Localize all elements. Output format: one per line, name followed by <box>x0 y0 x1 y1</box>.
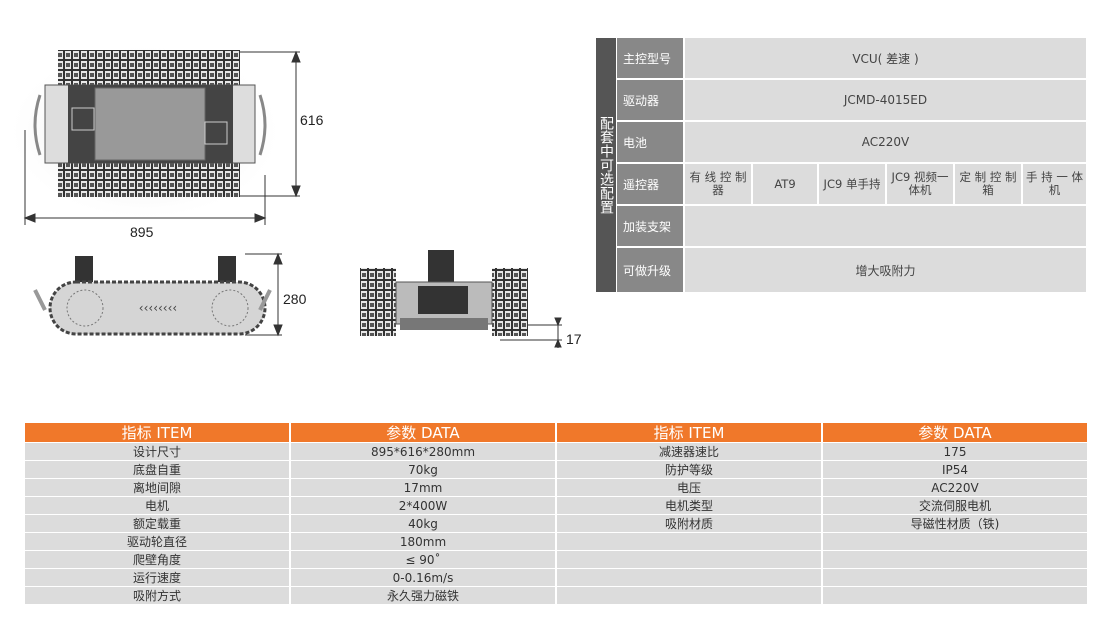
remote-option: JC9 单手持 <box>819 164 885 204</box>
spec-cell: 吸附方式 <box>25 587 291 604</box>
config-value: AC220V <box>685 122 1086 162</box>
spec-cell: 180mm <box>291 533 557 550</box>
spec-cell <box>557 533 823 550</box>
spec-cell <box>557 569 823 586</box>
height-dimension-label: 280 <box>283 291 307 307</box>
spec-header-cell: 参数 DATA <box>823 423 1087 442</box>
config-value: 增大吸附力 <box>685 248 1086 292</box>
spec-cell: 防护等级 <box>557 461 823 478</box>
spec-cell: 永久强力磁铁 <box>291 587 557 604</box>
spec-cell <box>823 587 1087 604</box>
config-row-driver: 驱动器 JCMD-4015ED <box>617 80 1086 120</box>
config-row-controller: 主控型号 VCU( 差速 ) <box>617 38 1086 78</box>
spec-cell: 175 <box>823 443 1087 460</box>
spec-cell: 0-0.16m/s <box>291 569 557 586</box>
front-view <box>360 250 528 336</box>
remote-option: 定 制 控 制 箱 <box>955 164 1021 204</box>
config-label: 驱动器 <box>617 80 683 120</box>
spec-cell <box>557 551 823 568</box>
spec-row: 爬壁角度≤ 90˚ <box>25 551 1087 569</box>
length-dimension-label: 895 <box>130 224 154 240</box>
spec-cell: 吸附材质 <box>557 515 823 532</box>
spec-cell: 导磁性材质（铁) <box>823 515 1087 532</box>
config-label: 加装支架 <box>617 206 683 246</box>
spec-header-cell: 指标 ITEM <box>25 423 291 442</box>
clearance-dimension-label: 17 <box>566 331 582 347</box>
config-side-title: 配套中可选配置 <box>596 38 616 292</box>
spec-header-cell: 指标 ITEM <box>557 423 823 442</box>
robot-views-svg: ‹‹‹‹‹‹‹‹ <box>5 42 562 348</box>
spec-cell: AC220V <box>823 479 1087 496</box>
spec-cell <box>557 587 823 604</box>
spec-cell: 驱动轮直径 <box>25 533 291 550</box>
spec-cell: 减速器速比 <box>557 443 823 460</box>
spec-cell: 电压 <box>557 479 823 496</box>
top-view <box>5 42 285 222</box>
spec-cell <box>823 551 1087 568</box>
spec-cell: 40kg <box>291 515 557 532</box>
spec-row: 吸附方式永久强力磁铁 <box>25 587 1087 605</box>
config-label: 可做升级 <box>617 248 683 292</box>
spec-cell: 2*400W <box>291 497 557 514</box>
config-value: JCMD-4015ED <box>685 80 1086 120</box>
spec-cell: 895*616*280mm <box>291 443 557 460</box>
spec-cell <box>823 569 1087 586</box>
spec-cell: ≤ 90˚ <box>291 551 557 568</box>
remote-option: 手 持 一 体 机 <box>1023 164 1086 204</box>
config-label: 主控型号 <box>617 38 683 78</box>
config-row-upgrade: 可做升级 增大吸附力 <box>617 248 1086 292</box>
robot-drawing: ‹‹‹‹‹‹‹‹ 616 895 280 17 <box>0 0 600 380</box>
width-dimension-label: 616 <box>300 112 324 128</box>
dimension-lines <box>23 50 562 348</box>
remote-option: JC9 视频一体机 <box>887 164 953 204</box>
spec-cell: 爬壁角度 <box>25 551 291 568</box>
spec-cell: 运行速度 <box>25 569 291 586</box>
remote-option: 有 线 控 制 器 <box>685 164 751 204</box>
spec-cell: 交流伺服电机 <box>823 497 1087 514</box>
spec-cell: 17mm <box>291 479 557 496</box>
spec-cell: 70kg <box>291 461 557 478</box>
remote-option: AT9 <box>753 164 817 204</box>
spec-cell: 电机类型 <box>557 497 823 514</box>
config-row-battery: 电池 AC220V <box>617 122 1086 162</box>
config-row-bracket: 加装支架 <box>617 206 1086 246</box>
spec-cell: 电机 <box>25 497 291 514</box>
config-table: 配套中可选配置 主控型号 VCU( 差速 ) 驱动器 JCMD-4015ED 电… <box>596 38 1086 292</box>
spec-cell: 离地间隙 <box>25 479 291 496</box>
config-label: 遥控器 <box>617 164 683 204</box>
spec-cell: IP54 <box>823 461 1087 478</box>
spec-header-cell: 参数 DATA <box>291 423 557 442</box>
config-value: VCU( 差速 ) <box>685 38 1086 78</box>
spec-cell: 额定载重 <box>25 515 291 532</box>
spec-cell: 底盘自重 <box>25 461 291 478</box>
spec-cell <box>823 533 1087 550</box>
config-label: 电池 <box>617 122 683 162</box>
spec-cell: 设计尺寸 <box>25 443 291 460</box>
svg-text:‹‹‹‹‹‹‹‹: ‹‹‹‹‹‹‹‹ <box>139 301 177 315</box>
config-row-remote: 遥控器 有 线 控 制 器 AT9 JC9 单手持 JC9 视频一体机 定 制 … <box>617 164 1086 204</box>
side-view: ‹‹‹‹‹‹‹‹ <box>33 256 272 336</box>
config-value <box>685 206 1086 246</box>
